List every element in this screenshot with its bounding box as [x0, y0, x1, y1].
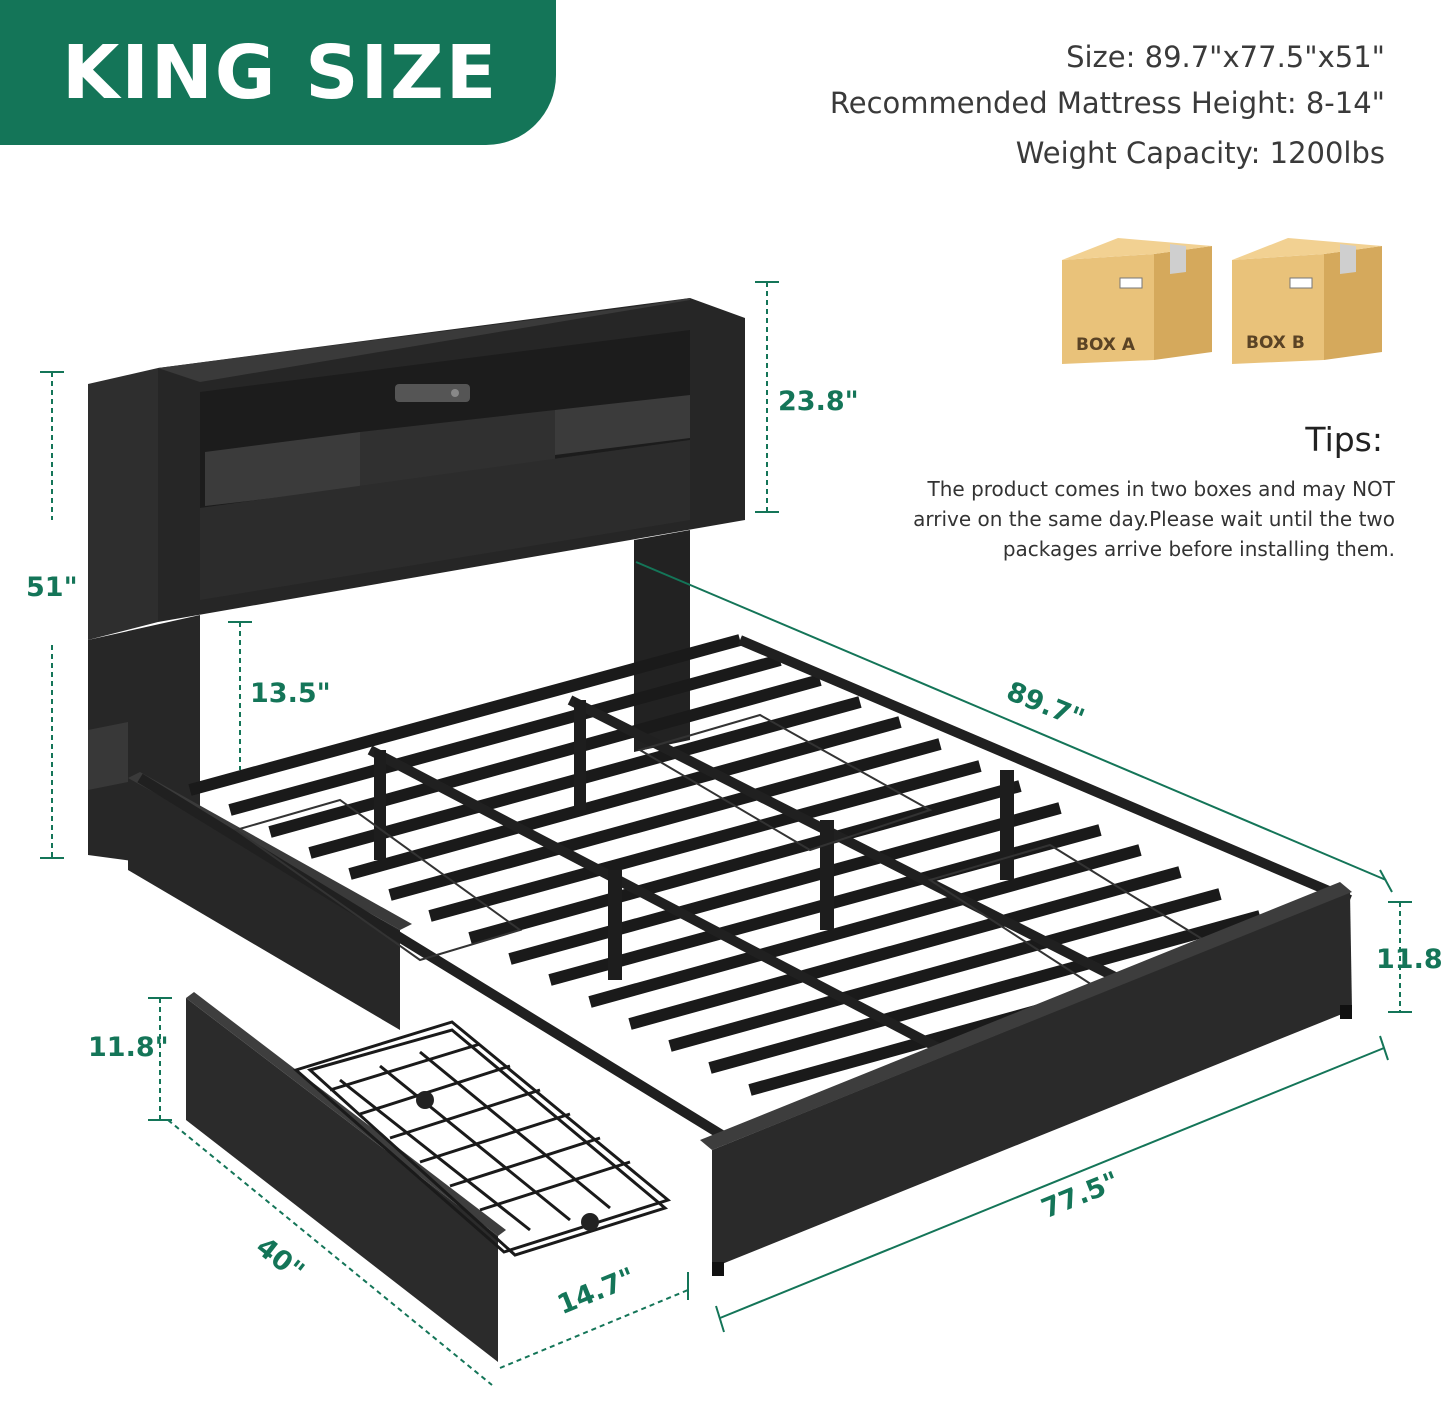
size-badge: KING SIZE	[0, 0, 556, 145]
spec-weight-capacity: Weight Capacity: 1200lbs	[1015, 136, 1385, 170]
box-a-icon: BOX A	[1062, 238, 1212, 364]
metal-rails	[137, 635, 1352, 1145]
dimension-lines	[40, 281, 1412, 1386]
size-badge-label: KING SIZE	[62, 29, 499, 116]
tips-title: Tips:	[1305, 420, 1383, 459]
spec-mattress-height: Recommended Mattress Height: 8-14"	[829, 86, 1385, 120]
box-b-label: BOX B	[1246, 333, 1305, 353]
dim-frame-height: 11.8"	[1376, 944, 1445, 975]
dim-headboard-height: 23.8"	[778, 386, 859, 417]
footboard	[700, 882, 1352, 1276]
dim-clearance: 13.5"	[250, 678, 331, 709]
box-b-icon: BOX B	[1232, 238, 1382, 364]
spec-size: Size: 89.7"x77.5"x51"	[1066, 40, 1385, 74]
box-a-label: BOX A	[1076, 335, 1136, 355]
tips-text: The product comes in two boxes and may N…	[913, 477, 1395, 561]
dim-drawer-height: 11.8"	[88, 1032, 169, 1063]
support-legs	[374, 700, 1014, 980]
pulled-drawer	[186, 992, 672, 1362]
headboard	[88, 298, 745, 870]
dim-total-height: 51"	[26, 572, 78, 603]
